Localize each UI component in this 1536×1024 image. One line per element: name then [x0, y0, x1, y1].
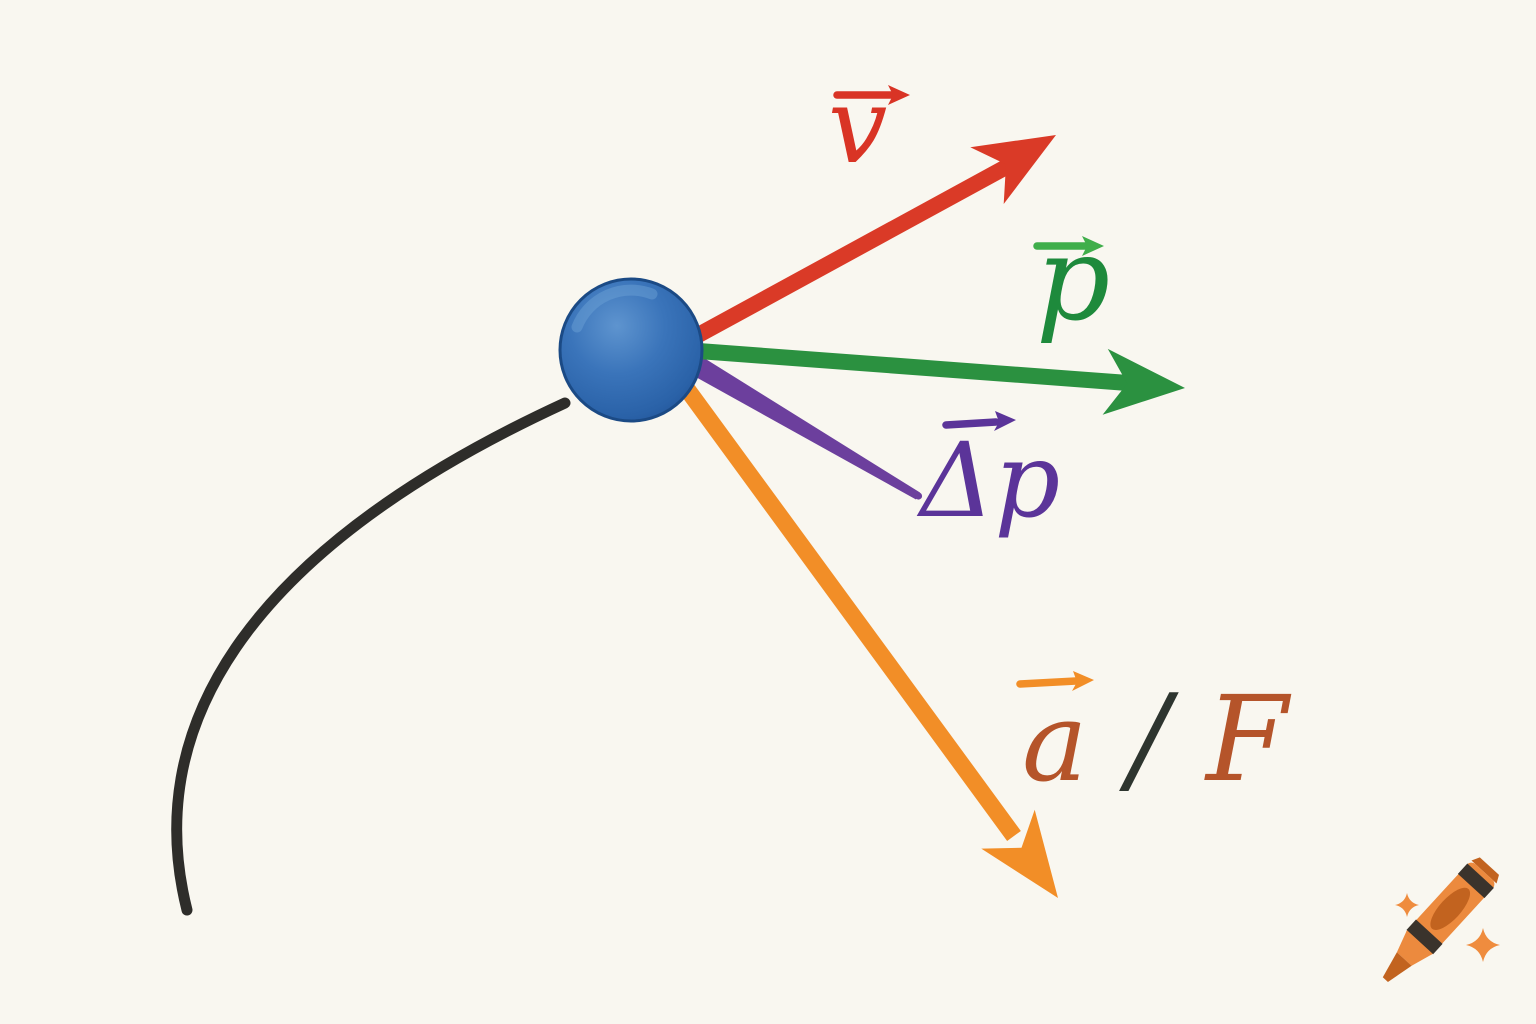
acceleration-label: a	[1022, 678, 1088, 806]
crayon-band-back	[1457, 863, 1494, 899]
momentum-vector-shaft	[684, 342, 1129, 391]
delta-momentum-vector	[676, 348, 923, 500]
delta-momentum-label: Δp	[916, 421, 1060, 541]
crayon-frustum	[1396, 930, 1433, 966]
delta-momentum-label-group: Δp	[916, 411, 1060, 541]
acceleration-force-label-group: a / F	[1016, 670, 1292, 809]
crayon-label-oval	[1430, 887, 1471, 930]
velocity-vector-shaft	[676, 158, 1012, 353]
sparkle-large-icon	[1466, 928, 1500, 962]
velocity-overarrow-head-icon	[888, 85, 910, 105]
delta-momentum-overarrow-head-icon	[994, 411, 1016, 431]
velocity-label: v	[828, 65, 887, 187]
acceleration-overarrow-head-icon	[1072, 671, 1094, 691]
acceleration-force-label: a / F	[1022, 670, 1292, 809]
delta-momentum-overarrow-icon	[942, 418, 1000, 429]
acceleration-overarrow-icon	[1016, 677, 1080, 688]
crayon-logo	[1382, 857, 1500, 983]
delta-momentum-shaft	[676, 348, 920, 500]
sparkle-small-icon	[1395, 893, 1419, 917]
momentum-label: p	[1036, 212, 1110, 347]
crayon-icon	[1382, 857, 1499, 983]
acceleration-vector-shaft	[677, 379, 1021, 842]
velocity-arrowhead-icon	[970, 135, 1056, 204]
particle-ball	[558, 277, 704, 423]
momentum-arrowhead-icon	[1102, 348, 1185, 415]
force-label: F	[1204, 670, 1292, 808]
particle-ball-highlight	[571, 284, 658, 333]
delta-momentum-tip	[914, 492, 923, 500]
crayon-back-cap	[1471, 857, 1499, 884]
crayon-point	[1382, 952, 1412, 983]
momentum-vector	[684, 342, 1185, 415]
trajectory-arc	[171, 397, 571, 916]
velocity-vector	[676, 135, 1056, 353]
velocity-label-group: v	[828, 65, 910, 187]
momentum-label-group: p	[1033, 212, 1110, 347]
crayon-band-front	[1406, 919, 1443, 955]
slash-separator: /	[1119, 670, 1180, 809]
particle-ball-body	[558, 277, 704, 423]
momentum-overarrow-head-icon	[1082, 236, 1104, 256]
acceleration-arrowhead-icon	[981, 809, 1058, 898]
acceleration-force-vector	[677, 379, 1058, 898]
